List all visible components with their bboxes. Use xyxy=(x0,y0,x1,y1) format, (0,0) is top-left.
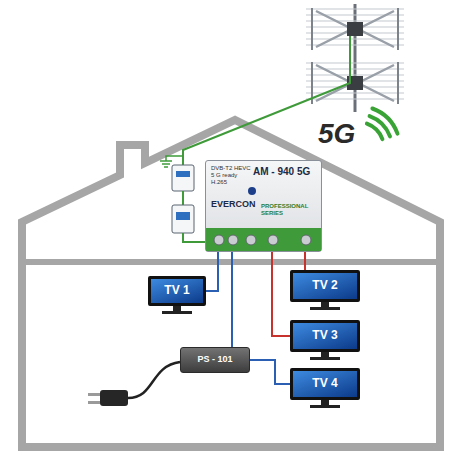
f-connector xyxy=(268,235,278,245)
tv-screen: TV 1 xyxy=(148,276,206,306)
f-connector xyxy=(246,235,256,245)
plug-prong xyxy=(88,393,100,396)
gain-knob xyxy=(248,187,256,195)
plug-prong xyxy=(88,401,100,404)
amplifier-box: AM - 940 5G EVERCON DVB-T2 HEVC 5 G ready … xyxy=(205,160,322,252)
coax-cable xyxy=(304,252,306,270)
antenna-reflector xyxy=(306,8,404,50)
antenna-dipole xyxy=(316,11,352,47)
stand-neck xyxy=(173,306,181,311)
antenna-dipole xyxy=(316,65,352,101)
filter-label xyxy=(176,212,190,220)
device-label: PS - 101 xyxy=(197,355,232,365)
model-name: AM - 940 5G xyxy=(253,166,310,178)
power-cord xyxy=(128,362,180,398)
coax-cable xyxy=(231,252,233,347)
coax-cable xyxy=(182,191,184,205)
tv-screen: TV 4 xyxy=(290,368,360,400)
stand-base xyxy=(162,311,192,314)
antenna-balun xyxy=(347,22,363,36)
tv-stand xyxy=(310,400,340,408)
tv-screen: TV 2 xyxy=(290,270,360,302)
coax-cable xyxy=(206,252,218,291)
coax-cable xyxy=(272,252,290,336)
stand-neck xyxy=(321,352,329,357)
signal-arc xyxy=(372,109,397,134)
antenna-rod xyxy=(311,8,313,50)
text-slot: DVB-T2 HEVC 5 G ready H.265 xyxy=(211,165,251,186)
stand-base xyxy=(310,357,340,360)
ground-symbol xyxy=(160,160,172,162)
antenna-dipole xyxy=(358,11,394,47)
signal-arc xyxy=(367,124,383,140)
tv-label: TV 1 xyxy=(164,284,189,297)
text-slot: EVERCON xyxy=(211,199,256,209)
brand-name: EVERCON xyxy=(211,199,256,209)
f-connector xyxy=(301,235,311,245)
coax-cable xyxy=(250,360,290,384)
f-connector xyxy=(228,235,238,245)
label-slot: 5G xyxy=(318,120,355,148)
tv-label: TV 4 xyxy=(312,377,337,390)
antenna-rod xyxy=(397,62,399,104)
stand-neck xyxy=(321,400,329,405)
antenna-dipole xyxy=(358,65,394,101)
ground-symbol xyxy=(162,163,170,165)
surge-arrester-label xyxy=(176,171,190,177)
tv-stand xyxy=(162,306,192,314)
output-band xyxy=(206,228,321,251)
tv-label: TV 3 xyxy=(312,329,337,342)
tv-screen: TV 3 xyxy=(290,320,360,352)
stand-base xyxy=(310,307,340,310)
filter-device xyxy=(172,205,194,233)
spec-text: DVB-T2 HEVC 5 G ready H.265 xyxy=(211,165,251,186)
tv-stand xyxy=(310,352,340,360)
tv-stand xyxy=(310,302,340,310)
stand-base xyxy=(310,405,340,408)
text-slot: PROFESSIONAL SERIES xyxy=(261,203,317,217)
coax-cable xyxy=(183,233,205,242)
antenna-reflector xyxy=(306,62,404,104)
power-supply-box: PS - 101 xyxy=(180,347,250,373)
tv-label: TV 2 xyxy=(312,279,337,292)
series-text: PROFESSIONAL SERIES xyxy=(261,203,317,217)
surge-arrester xyxy=(172,165,194,191)
ground-symbol xyxy=(164,166,168,168)
logo-text: 5G xyxy=(318,120,355,148)
power-plug xyxy=(100,390,128,406)
f-connector xyxy=(214,235,224,245)
house-outline xyxy=(22,120,440,447)
text-slot: AM - 940 5G xyxy=(253,166,310,178)
stand-neck xyxy=(321,302,329,307)
antenna-rod xyxy=(397,8,399,50)
